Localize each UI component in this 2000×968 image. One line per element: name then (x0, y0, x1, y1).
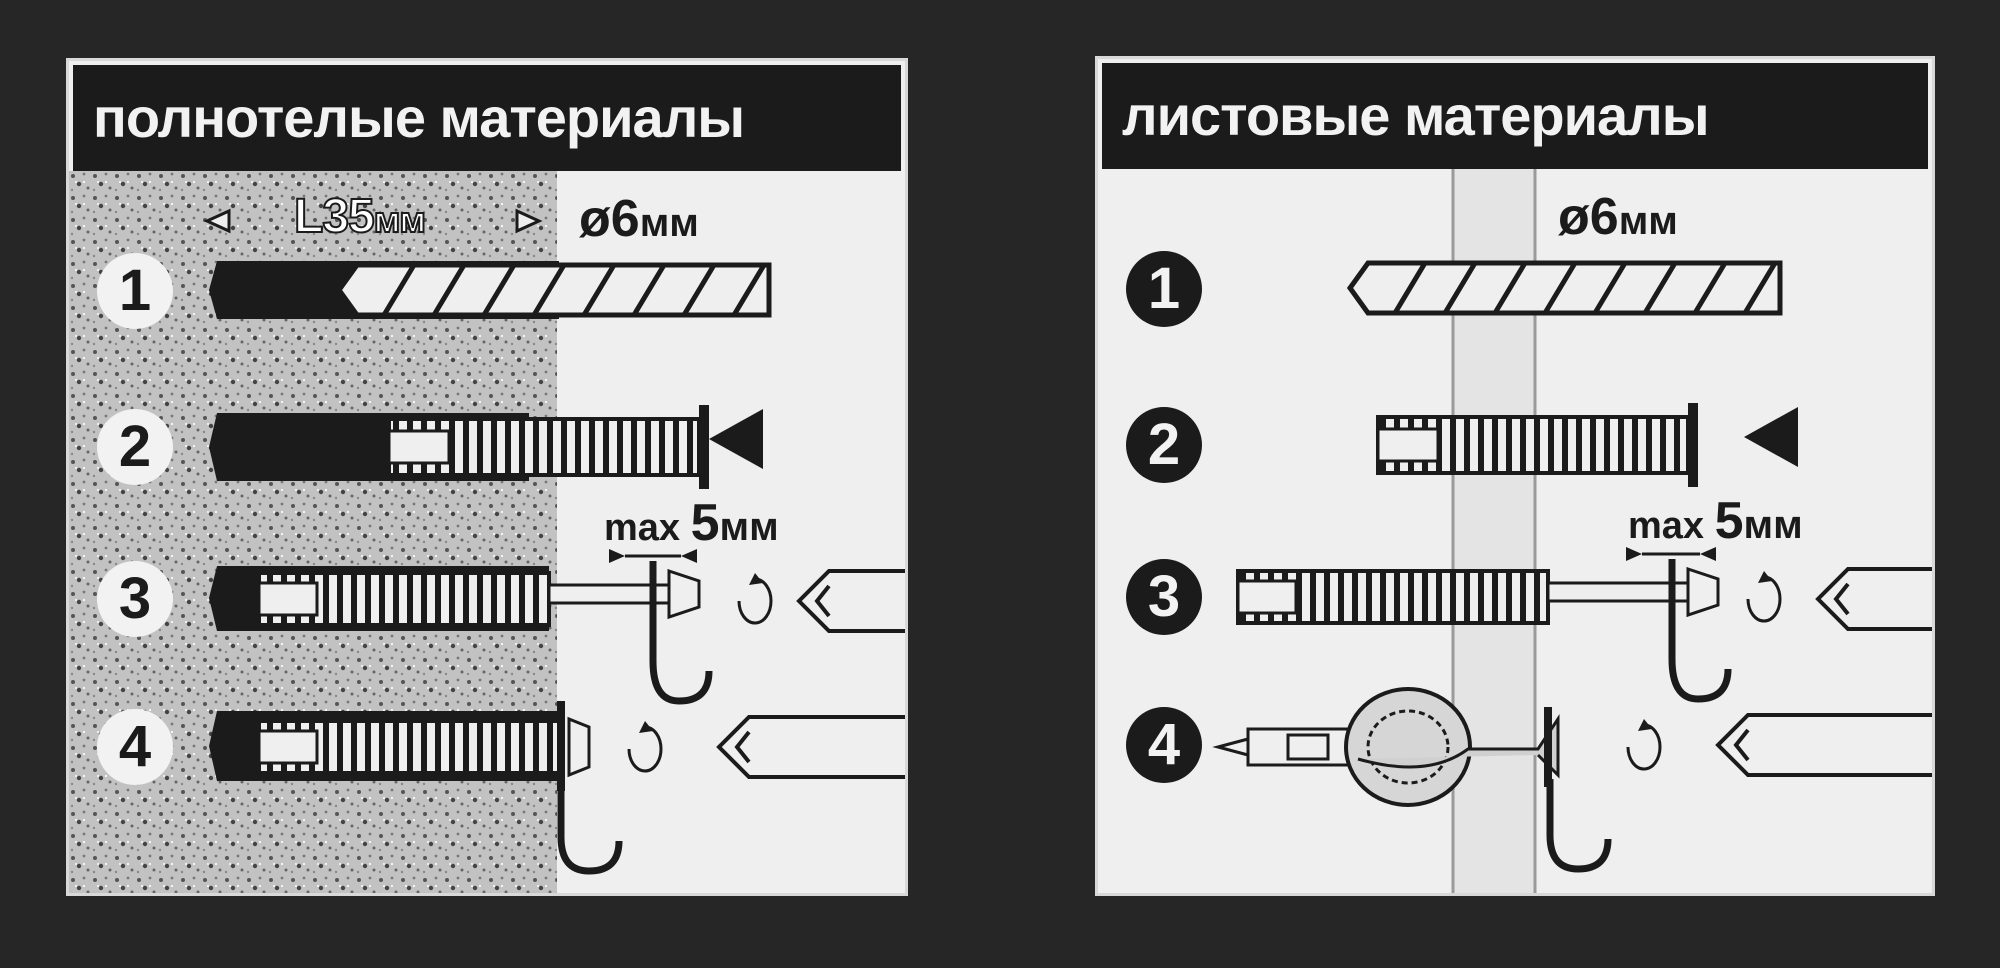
sheet-materials-title: листовые материалы (1102, 63, 1928, 169)
diameter-value: ø6 (1558, 188, 1619, 246)
step-3-badge: 3 (1126, 559, 1202, 635)
length-value: L35 (293, 189, 376, 244)
max-word: max (1628, 505, 1705, 547)
step-1-badge: 1 (1126, 251, 1202, 327)
max-word: max (604, 507, 681, 549)
step-4-badge: 4 (1126, 707, 1202, 783)
solid-materials-panel: полнотелые материалы L35мм ø6мм max 5мм … (66, 58, 908, 896)
max-value: 5 (690, 494, 720, 552)
diameter-label: ø6мм (1558, 187, 1678, 247)
step-2-badge: 2 (97, 409, 173, 485)
max-depth-label: max 5мм (1628, 491, 1803, 551)
sheet-materials-panel: листовые материалы ø6мм max 5мм 1 2 3 4 (1095, 56, 1935, 896)
length-label: L35мм (293, 189, 427, 244)
sheet-materials-illustration (1212, 169, 1932, 893)
max-unit: мм (719, 505, 779, 549)
solid-materials-illustration (69, 171, 905, 893)
diameter-label: ø6мм (579, 189, 699, 249)
step-2-badge: 2 (1126, 407, 1202, 483)
max-depth-label: max 5мм (604, 493, 779, 553)
diameter-value: ø6 (579, 190, 640, 248)
solid-materials-title: полнотелые материалы (73, 65, 901, 171)
max-unit: мм (1743, 503, 1803, 547)
step-3-badge: 3 (97, 561, 173, 637)
max-value: 5 (1714, 492, 1744, 550)
step-4-badge: 4 (97, 709, 173, 785)
length-unit: мм (373, 198, 427, 241)
diameter-unit: мм (639, 201, 699, 245)
diameter-unit: мм (1618, 199, 1678, 243)
step-1-badge: 1 (97, 253, 173, 329)
